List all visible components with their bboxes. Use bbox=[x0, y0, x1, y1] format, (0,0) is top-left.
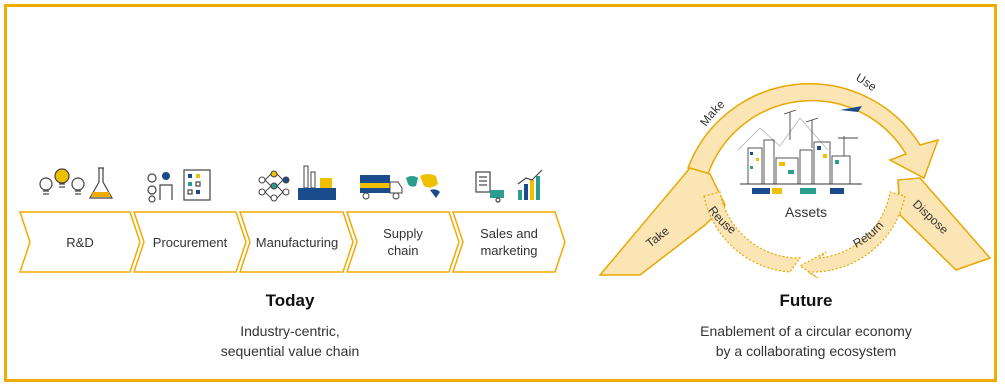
chain-step-procurement bbox=[132, 211, 247, 273]
diagram-frame bbox=[4, 4, 997, 382]
label-use: Use bbox=[854, 70, 880, 94]
today-title: Today bbox=[265, 291, 315, 310]
chain-label-supply-line1: Supply bbox=[383, 226, 423, 241]
chain-step-manufacturing bbox=[238, 211, 354, 273]
chain-step-supply-chain bbox=[345, 211, 460, 273]
future-title: Future bbox=[779, 291, 833, 310]
chain-label-procurement: Procurement bbox=[153, 235, 228, 250]
chain-step-rnd bbox=[18, 211, 141, 273]
worker-building-icon bbox=[147, 169, 211, 203]
return-arc-arrow bbox=[798, 191, 906, 279]
chain-label-rnd: R&D bbox=[66, 235, 93, 250]
chain-step-sales-marketing bbox=[451, 211, 566, 273]
circular-economy-cycle: Make Use Take Dispose Reuse Return bbox=[598, 70, 992, 279]
lightbulb-flask-icon bbox=[39, 167, 114, 199]
truck-map-icon bbox=[360, 174, 440, 200]
take-arm-arrow bbox=[598, 167, 726, 276]
neural-factory-icon bbox=[258, 165, 336, 202]
industry-city-icon bbox=[737, 106, 862, 194]
chain-label-sales-line2: marketing bbox=[480, 243, 537, 258]
value-chain: R&D Procurement Manufacturing Supply cha… bbox=[18, 211, 566, 273]
future-subtitle-line1: Enablement of a circular economy bbox=[700, 323, 912, 339]
chain-label-sales-line1: Sales and bbox=[480, 226, 538, 241]
future-subtitle-line2: by a collaborating ecosystem bbox=[715, 343, 897, 359]
chain-label-supply-line2: chain bbox=[387, 243, 418, 258]
chain-label-manufacturing: Manufacturing bbox=[256, 235, 338, 250]
document-chart-icon bbox=[475, 169, 543, 203]
outer-arc-arrow bbox=[687, 83, 940, 180]
today-subtitle-line1: Industry-centric, bbox=[240, 323, 340, 339]
assets-label: Assets bbox=[785, 204, 827, 220]
today-subtitle-line2: sequential value chain bbox=[220, 343, 360, 359]
reuse-arc-arrow bbox=[703, 191, 802, 273]
